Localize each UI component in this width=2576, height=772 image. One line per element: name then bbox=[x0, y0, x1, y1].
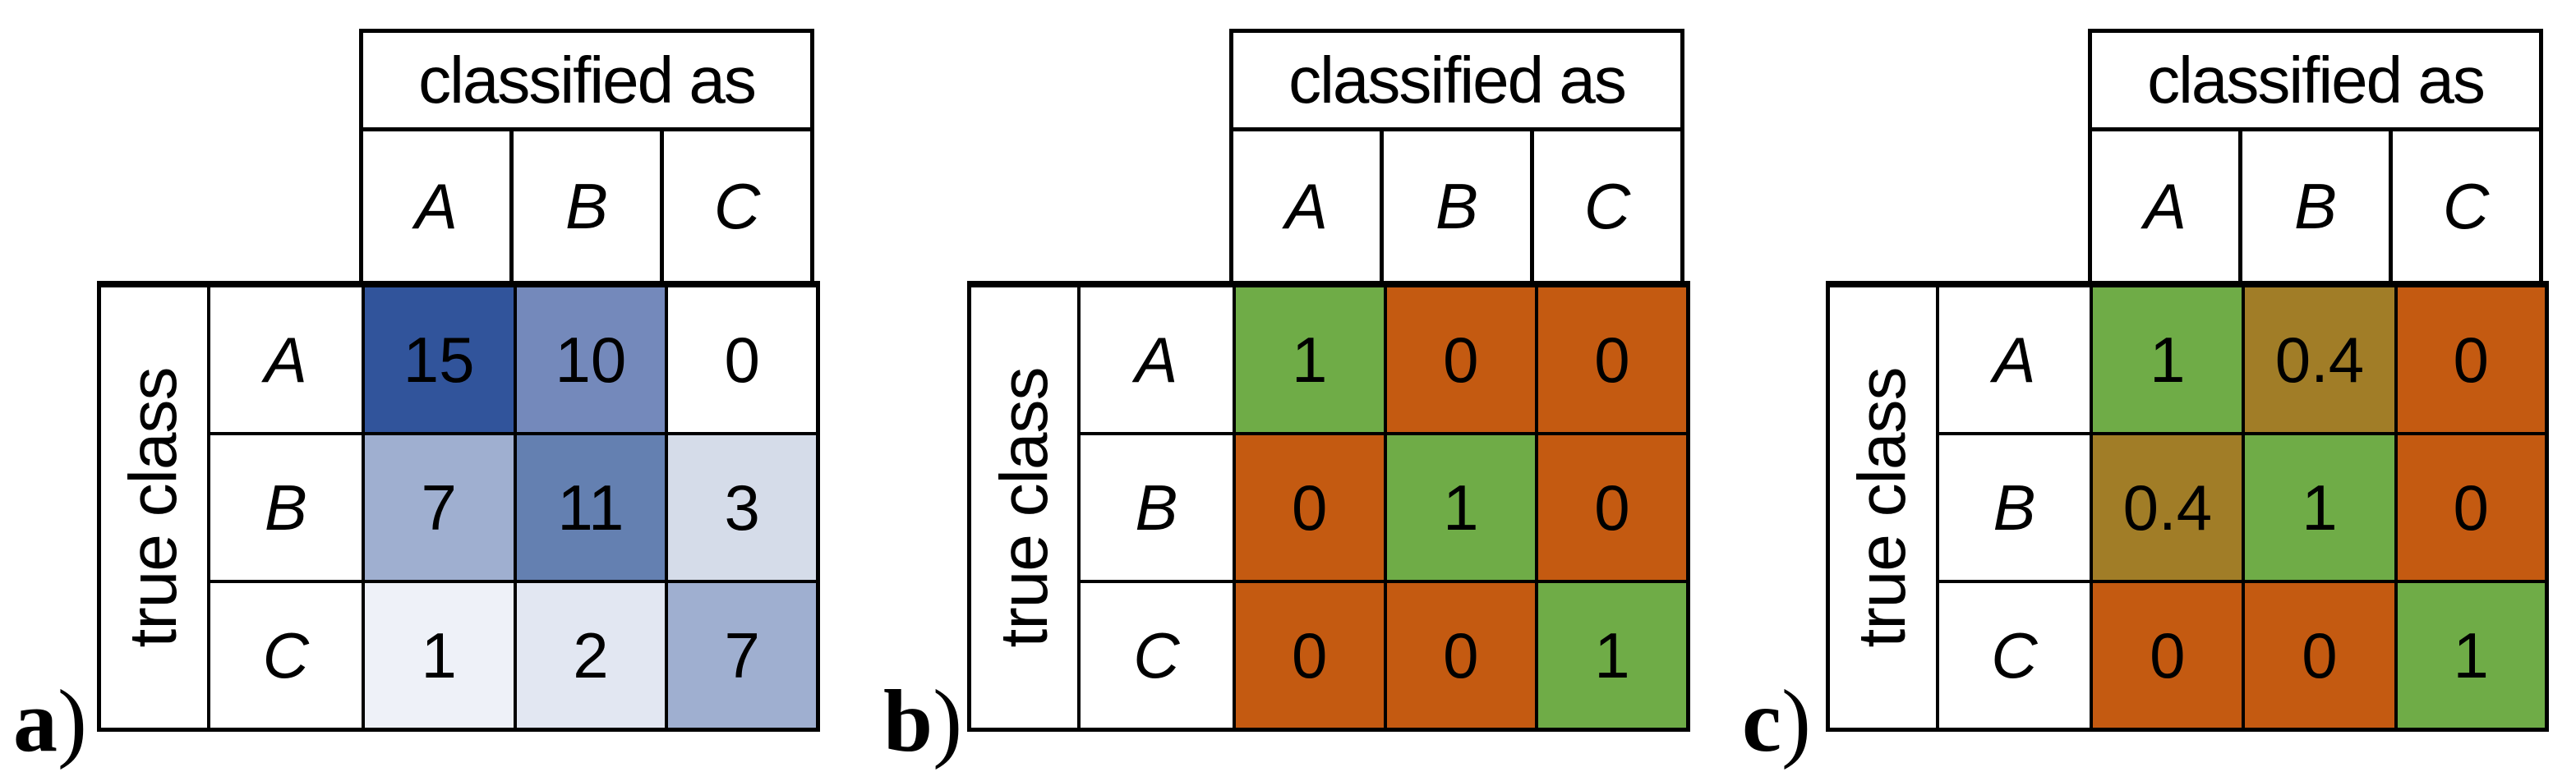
col-label-C: C bbox=[2389, 127, 2543, 281]
matrix-cell: 0 bbox=[2242, 580, 2398, 732]
matrix-cell: 0 bbox=[1383, 580, 1538, 732]
matrix-cell: 1 bbox=[2394, 580, 2549, 732]
panel-tag-letter: c bbox=[1742, 673, 1781, 770]
matrix-cell: 0 bbox=[1232, 580, 1387, 732]
row-label-A: A bbox=[206, 283, 365, 435]
panel-c: classified as A B C true class A 1 0.4 0… bbox=[1742, 29, 2549, 766]
true-class-label: true class bbox=[116, 367, 191, 648]
row-label-C: C bbox=[206, 580, 365, 732]
matrix-cell: 0.4 bbox=[2242, 283, 2398, 435]
classified-as-header-table-b: classified as A B C bbox=[1229, 29, 1684, 281]
row-label-C: C bbox=[1935, 580, 2094, 732]
matrix-cell: 0 bbox=[665, 283, 820, 435]
panel-a: classified as A B C true class A 15 10 0… bbox=[13, 29, 820, 766]
col-label-B: B bbox=[509, 127, 664, 281]
matrix-cell: 10 bbox=[513, 283, 669, 435]
matrix-cell: 0 bbox=[2090, 580, 2246, 732]
matrix-body-table-a: true class A 15 10 0 B 7 11 3 C 1 2 7 bbox=[97, 281, 820, 732]
panel-tag-paren: ) bbox=[933, 673, 963, 770]
panel-tag-c: c) bbox=[1742, 678, 1811, 766]
matrix-cell: 11 bbox=[513, 432, 669, 583]
matrix-cell: 1 bbox=[1383, 432, 1538, 583]
panel-b: classified as A B C true class A 1 0 0 B… bbox=[883, 29, 1690, 766]
classified-as-header-table-a: classified as A B C bbox=[359, 29, 814, 281]
matrix-cell: 1 bbox=[1534, 580, 1690, 732]
matrix-cell: 0 bbox=[1534, 432, 1690, 583]
classified-as-label: classified as bbox=[359, 29, 814, 131]
panel-tag-b: b) bbox=[883, 678, 962, 766]
true-class-axis-label-cell: true class bbox=[97, 283, 210, 732]
classified-as-label: classified as bbox=[1229, 29, 1684, 131]
matrix-cell: 7 bbox=[361, 432, 517, 583]
row-label-B: B bbox=[206, 432, 365, 583]
matrix-cell: 15 bbox=[361, 283, 517, 435]
matrix-cell: 7 bbox=[665, 580, 820, 732]
matrix-cell: 1 bbox=[361, 580, 517, 732]
matrix-cell: 0 bbox=[1534, 283, 1690, 435]
matrix-cell: 1 bbox=[2242, 432, 2398, 583]
row-label-C: C bbox=[1077, 580, 1236, 732]
true-class-axis-label-cell: true class bbox=[1826, 283, 1939, 732]
col-label-A: A bbox=[359, 127, 514, 281]
matrix-cell: 0.4 bbox=[2090, 432, 2246, 583]
row-label-A: A bbox=[1935, 283, 2094, 435]
col-label-C: C bbox=[1530, 127, 1684, 281]
row-label-B: B bbox=[1077, 432, 1236, 583]
matrix-cell: 0 bbox=[2394, 283, 2549, 435]
true-class-axis-label-cell: true class bbox=[967, 283, 1081, 732]
matrix-cell: 0 bbox=[2394, 432, 2549, 583]
panel-tag-a: a) bbox=[13, 678, 87, 766]
matrix-cell: 1 bbox=[2090, 283, 2246, 435]
true-class-label: true class bbox=[986, 367, 1062, 648]
classified-as-label: classified as bbox=[2088, 29, 2543, 131]
matrix-body-table-c: true class A 1 0.4 0 B 0.4 1 0 C 0 0 1 bbox=[1826, 281, 2549, 732]
matrix-cell: 1 bbox=[1232, 283, 1387, 435]
col-label-C: C bbox=[660, 127, 814, 281]
row-label-A: A bbox=[1077, 283, 1236, 435]
col-label-A: A bbox=[2088, 127, 2242, 281]
classified-as-header-table-c: classified as A B C bbox=[2088, 29, 2543, 281]
row-label-B: B bbox=[1935, 432, 2094, 583]
panel-tag-paren: ) bbox=[58, 673, 87, 770]
true-class-label: true class bbox=[1845, 367, 1920, 648]
matrix-cell: 0 bbox=[1232, 432, 1387, 583]
matrix-cell: 3 bbox=[665, 432, 820, 583]
panel-tag-paren: ) bbox=[1781, 673, 1811, 770]
matrix-body-table-b: true class A 1 0 0 B 0 1 0 C 0 0 1 bbox=[967, 281, 1690, 732]
col-label-B: B bbox=[1380, 127, 1534, 281]
matrix-cell: 2 bbox=[513, 580, 669, 732]
matrix-cell: 0 bbox=[1383, 283, 1538, 435]
panel-tag-letter: a bbox=[13, 673, 58, 770]
panel-tag-letter: b bbox=[883, 673, 933, 770]
col-label-A: A bbox=[1229, 127, 1384, 281]
col-label-B: B bbox=[2238, 127, 2393, 281]
